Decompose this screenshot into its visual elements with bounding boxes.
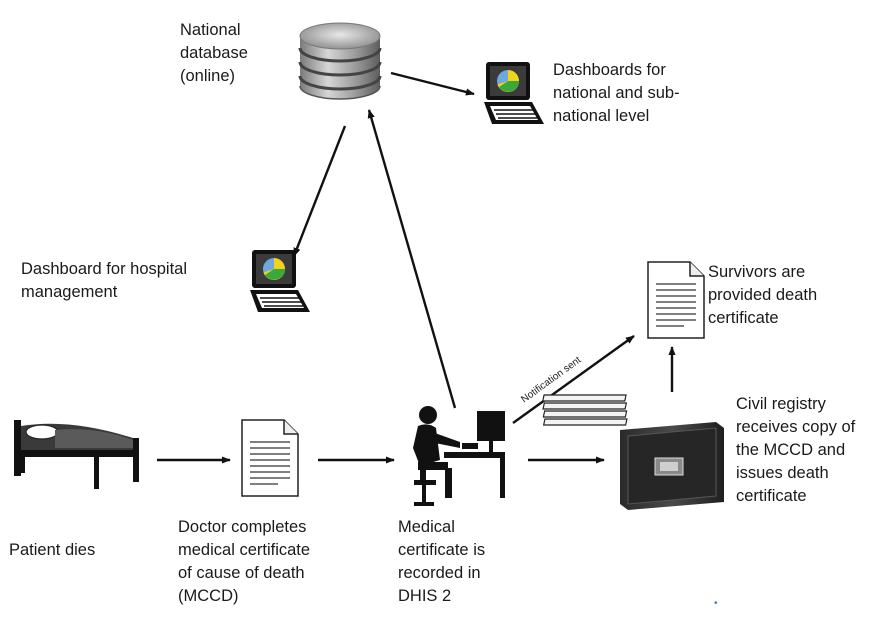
- doctor-completes-line: of cause of death: [178, 564, 305, 582]
- civil-registry-line: certificate: [736, 487, 807, 505]
- patient-dies-label: Patient dies: [9, 539, 95, 562]
- medical-certificate-label: Medical certificate is recorded in DHIS …: [398, 516, 485, 608]
- civil-registry-line: the MCCD and: [736, 441, 846, 459]
- patient-dies-line: Patient dies: [9, 541, 96, 559]
- arrow-recording-to-db: [367, 109, 457, 409]
- dashboard-hospital-line: Dashboard for hospital: [21, 260, 188, 278]
- civil-registry-line: Civil registry: [736, 395, 826, 413]
- civil-registry-line: receives copy of: [736, 418, 856, 436]
- arrow-notification-to-survivors: [512, 335, 635, 424]
- file-cabinet-icon: [542, 394, 724, 510]
- doctor-completes-label: Doctor completes medical certificate of …: [178, 516, 310, 608]
- arrows: [157, 71, 676, 464]
- database-icon: [298, 22, 382, 100]
- stray-dot: •: [714, 598, 718, 609]
- survivors-line: provided death: [708, 286, 818, 304]
- doctor-completes-line: (MCCD): [178, 587, 239, 605]
- civil-registry-line: issues death: [736, 464, 829, 482]
- dashboard-hospital-label: Dashboard for hospital management: [21, 258, 187, 304]
- survivors-label: Survivors are provided death certificate: [708, 261, 817, 330]
- arrow-db-to-dashboards-national: [390, 71, 475, 96]
- dashboard-hospital-line: management: [21, 283, 118, 301]
- medical-certificate-line: Medical: [398, 518, 455, 536]
- national-database-line: (online): [180, 67, 236, 85]
- national-database-line: database: [180, 44, 248, 62]
- dashboards-national-line: national and sub-: [553, 84, 680, 102]
- dashboards-national-line: national level: [553, 107, 650, 125]
- national-database-label: National database (online): [180, 19, 248, 88]
- civil-registry-label: Civil registry receives copy of the MCCD…: [736, 393, 855, 508]
- laptop-hospital-icon: [250, 250, 310, 312]
- arrow-db-to-dashboard-hospital: [292, 125, 347, 257]
- national-database-line: National: [180, 21, 241, 39]
- survivors-line: certificate: [708, 309, 779, 327]
- person-at-computer-icon: [413, 406, 505, 506]
- survivors-line: Survivors are: [708, 263, 806, 281]
- laptop-national-icon: [484, 62, 544, 124]
- document-mccd-icon: [241, 419, 299, 497]
- doctor-completes-line: medical certificate: [178, 541, 311, 559]
- medical-certificate-line: DHIS 2: [398, 587, 452, 605]
- medical-certificate-line: recorded in: [398, 564, 481, 582]
- dashboards-national-line: Dashboards for: [553, 61, 666, 79]
- doctor-completes-line: Doctor completes: [178, 518, 307, 536]
- bed-icon: [14, 420, 139, 489]
- medical-certificate-line: certificate is: [398, 541, 486, 559]
- dashboards-national-label: Dashboards for national and sub- nationa…: [553, 59, 680, 128]
- document-survivors-icon: [647, 261, 705, 339]
